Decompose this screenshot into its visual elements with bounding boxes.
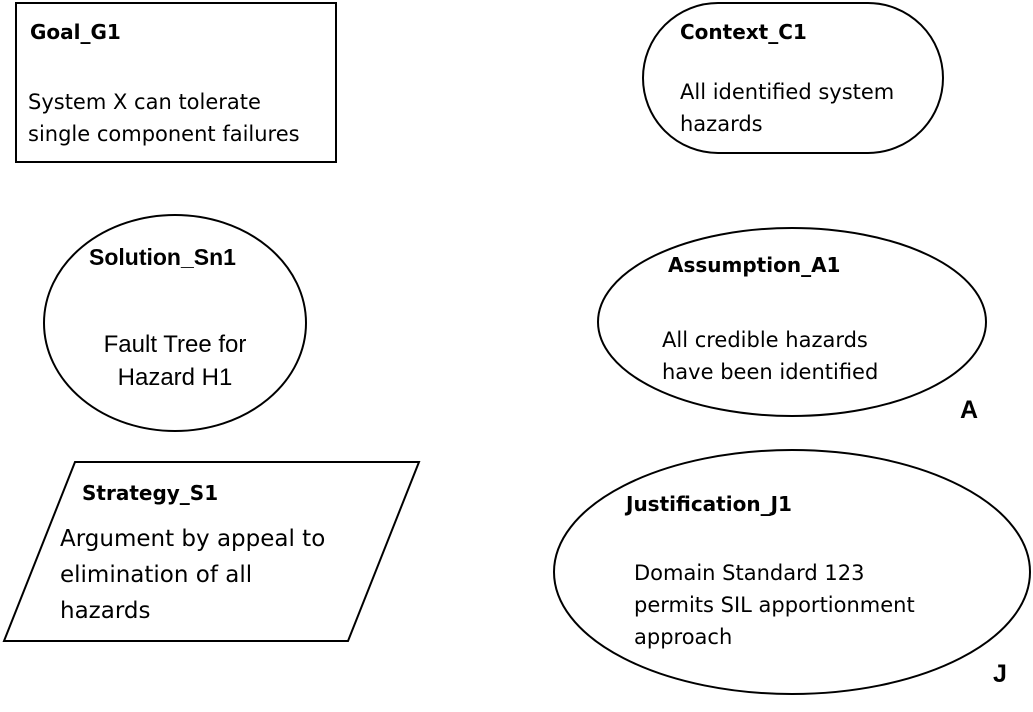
- solution-title: Solution_Sn1: [89, 244, 236, 270]
- assumption-ellipse: [597, 227, 987, 417]
- strategy-line: Argument by appeal to: [60, 526, 326, 552]
- assumption-title: Assumption_A1: [668, 253, 841, 277]
- justification-text: Domain Standard 123 permits SIL apportio…: [634, 557, 915, 653]
- strategy-line: elimination of all: [60, 562, 253, 588]
- goal-text: System X can tolerate single component f…: [28, 86, 300, 150]
- strategy-line: hazards: [60, 598, 151, 624]
- solution-circle: [43, 214, 307, 432]
- context-box: [642, 2, 944, 154]
- goal-box: [15, 2, 337, 163]
- solution-text: Fault Tree for Hazard H1: [75, 328, 275, 394]
- solution-line: Hazard H1: [117, 364, 233, 391]
- context-title: Context_C1: [680, 20, 807, 44]
- goal-title: Goal_G1: [30, 20, 121, 44]
- justification-line: permits SIL apportionment: [634, 593, 915, 617]
- goal-line: single component failures: [28, 122, 300, 146]
- assumption-marker: A: [960, 396, 979, 424]
- strategy-parallelogram: [2, 461, 421, 642]
- strategy-text: Argument by appeal to elimination of all…: [60, 521, 325, 629]
- context-line: All identified system: [680, 80, 895, 104]
- context-line: hazards: [680, 112, 763, 136]
- context-text: All identified system hazards: [680, 76, 894, 140]
- assumption-line: All credible hazards: [662, 328, 868, 352]
- justification-title: Justification_J1: [626, 492, 792, 516]
- justification-marker: J: [993, 660, 1007, 688]
- justification-line: Domain Standard 123: [634, 561, 865, 585]
- assumption-line: have been identified: [662, 360, 879, 384]
- justification-ellipse: [553, 449, 1031, 695]
- strategy-title: Strategy_S1: [82, 481, 219, 505]
- solution-line: Fault Tree for: [103, 331, 247, 358]
- assumption-text: All credible hazards have been identifie…: [662, 324, 878, 388]
- goal-line: System X can tolerate: [28, 90, 261, 114]
- justification-line: approach: [634, 625, 733, 649]
